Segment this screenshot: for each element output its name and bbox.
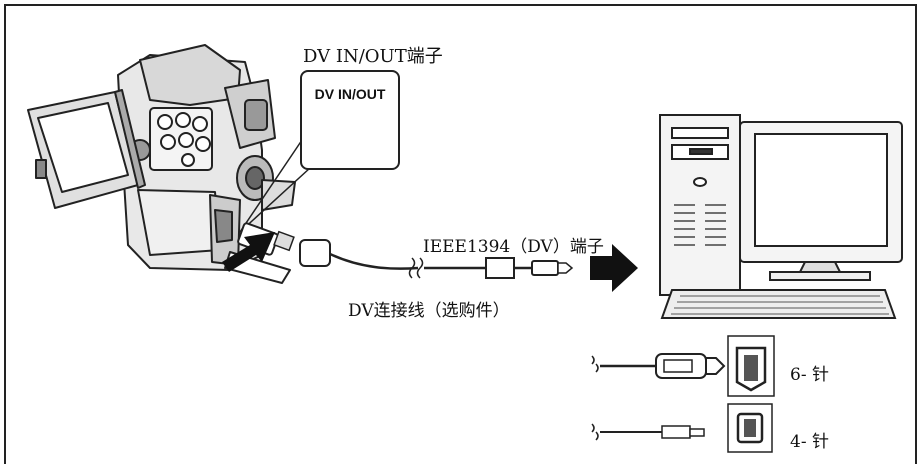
pin4-label: 4- 针 (790, 432, 829, 452)
ieee-port-label: IEEE1394（DV）端子 (423, 237, 604, 257)
camcorder-illustration (27, 44, 296, 284)
dv-port-callout: DV IN/OUT (300, 70, 400, 170)
insert-arrow (222, 232, 275, 272)
leader-line (239, 139, 303, 233)
pin6-label: 6- 针 (790, 365, 829, 385)
dv-cable-label: DV连接线（选购件） (348, 301, 510, 321)
cable-6pin-illustration (591, 335, 775, 397)
connect-arrow (590, 244, 638, 292)
figure-frame (4, 4, 917, 464)
cable-4pin-illustration (591, 403, 773, 453)
dv-port-box-label: DV IN/OUT (314, 86, 386, 102)
computer-illustration (659, 114, 903, 319)
leader-line (239, 167, 311, 233)
dv-port-title: DV IN/OUT端子 (303, 46, 443, 67)
